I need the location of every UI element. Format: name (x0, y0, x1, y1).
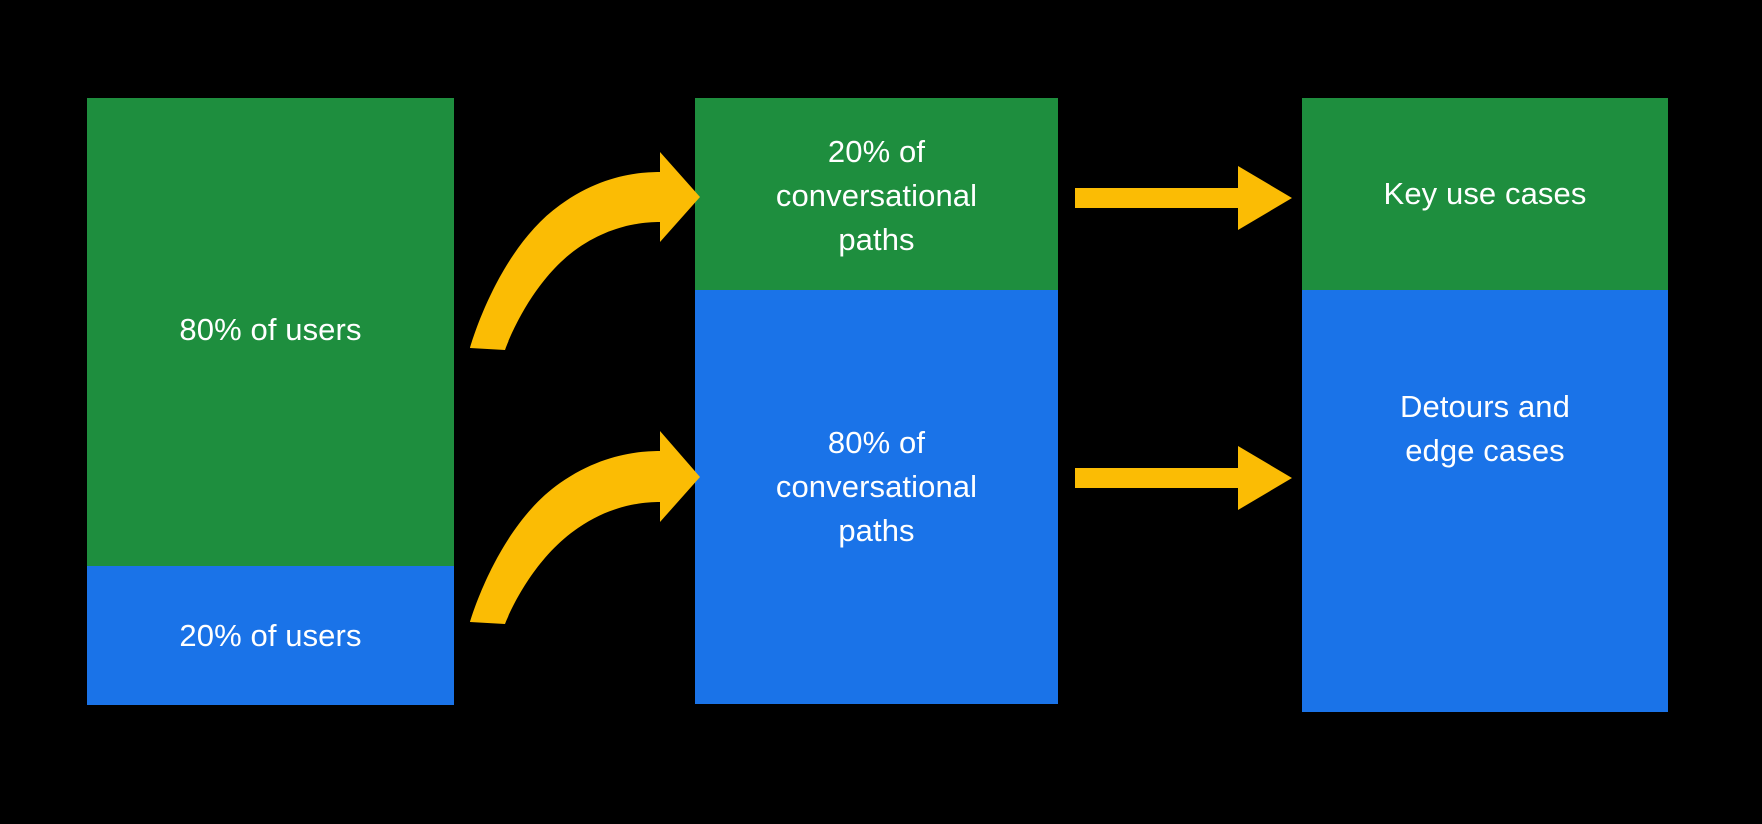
segment-cases-blue: Detours and edge cases (1302, 290, 1668, 712)
segment-users-green: 80% of users (87, 98, 454, 566)
segment-label: 80% of users (179, 312, 362, 347)
segment-paths-green: 20% of conversational paths (695, 98, 1058, 290)
curved-arrow-bottom-icon (470, 431, 700, 624)
segment-label: 20% of conversational paths (775, 134, 978, 257)
segment-label: 80% of conversational paths (775, 425, 978, 548)
users-column: 80% of users 20% of users (87, 98, 454, 705)
conversational-paths-column: 20% of conversational paths 80% of conve… (695, 98, 1058, 704)
segment-label: 20% of users (179, 617, 362, 653)
segment-cases-green: Key use cases (1302, 98, 1668, 290)
straight-arrow-top-icon (1075, 166, 1292, 230)
segment-users-blue: 20% of users (87, 566, 454, 705)
segment-label: Detours and edge cases (1400, 389, 1570, 468)
segment-label: Key use cases (1383, 176, 1587, 211)
segment-paths-blue: 80% of conversational paths (695, 290, 1058, 704)
use-cases-column: Key use cases Detours and edge cases (1302, 98, 1668, 712)
curved-arrow-top-icon (470, 152, 700, 350)
straight-arrow-bottom-icon (1075, 446, 1292, 510)
